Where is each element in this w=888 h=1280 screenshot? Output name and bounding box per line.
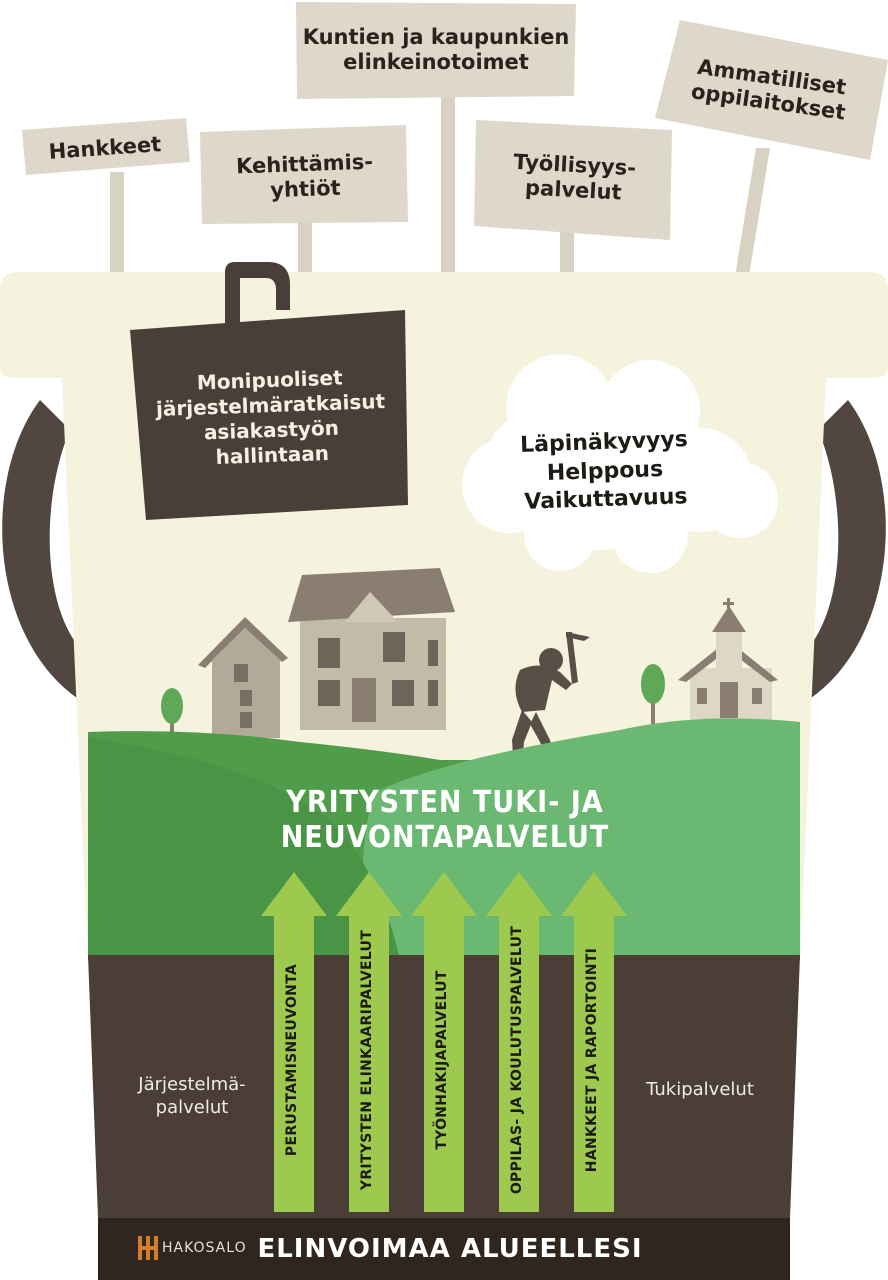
cloud-shape — [462, 354, 778, 573]
farmer-silhouette — [512, 632, 590, 770]
dark-sign-label: Monipuoliset järjestelmäratkaisut asiaka… — [155, 364, 386, 469]
arrows-layer — [261, 872, 627, 1212]
sign-kuntien-label: Kuntien ja kaupunkien elinkeinotoimet — [302, 24, 570, 74]
tree-right — [641, 664, 665, 724]
arrow-3 — [411, 872, 477, 1212]
sign-hankkeet-board — [22, 118, 190, 175]
footer-bar — [98, 1218, 790, 1280]
arrow-1 — [261, 872, 327, 1212]
arrow-2 — [336, 872, 402, 1212]
left-label: Järjestelmä- palvelut — [138, 1073, 246, 1118]
arrow-5 — [561, 872, 627, 1212]
sign-boards — [22, 2, 888, 240]
cloud-line-1: Läpinäkyvyys — [519, 427, 689, 459]
arrow-4-label: OPPILAS- JA KOULUTUSPALVELUT — [509, 925, 525, 1195]
hill-left-front — [88, 738, 400, 960]
arrow-1-label: PERUSTAMISNEUVONTA — [284, 963, 300, 1157]
arrow-2-label: YRITYSTEN ELINKAARIPALVELUT — [359, 929, 375, 1191]
arrow-4 — [486, 872, 552, 1212]
sign-ammatilliset-board — [655, 20, 888, 160]
sign-tyollisyys-board — [474, 120, 672, 240]
bucket-handle — [2, 400, 886, 700]
sign-kehittamis-board — [200, 125, 408, 224]
sign-kehittamis-label: Kehittämis- yhtiöt — [235, 149, 374, 203]
dark-sign-hook — [225, 262, 290, 330]
cloud-labels: Läpinäkyvyys Helppous Vaikuttavuus — [498, 404, 712, 539]
house-large — [288, 568, 455, 730]
cloud-line-3: Vaikuttavuus — [524, 484, 688, 516]
arrow-3-label: TYÖNHAKIJAPALVELUT — [434, 970, 450, 1150]
footer-logo-text: HAKOSALO — [162, 1240, 247, 1256]
cloud-line-2: Helppous — [546, 456, 664, 486]
footer-title: ELINVOIMAA ALUEELLESI — [257, 1234, 643, 1264]
house-small — [198, 617, 288, 738]
dark-sign — [130, 310, 408, 520]
sign-tyollisyys-label: Työllisyys- palvelut — [512, 149, 637, 205]
sign-posts — [110, 95, 770, 282]
sign-kuntien-board — [296, 2, 576, 99]
arrow-5-label: HANKKEET JA RAPORTOINTI — [584, 947, 600, 1173]
services-banner: YRITYSTEN TUKI- JA NEUVONTAPALVELUT — [280, 785, 610, 855]
hill-right — [360, 718, 800, 960]
church — [678, 598, 778, 720]
hakosalo-logo-icon — [138, 1236, 158, 1260]
right-label: Tukipalvelut — [646, 1079, 754, 1101]
tree-left — [161, 688, 183, 744]
